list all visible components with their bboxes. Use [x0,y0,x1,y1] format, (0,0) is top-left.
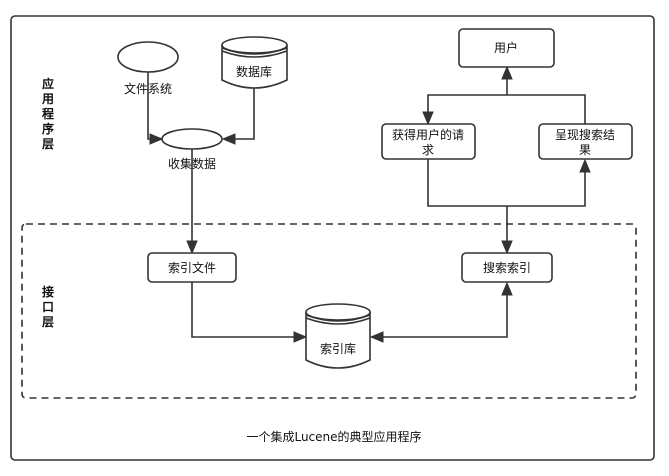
application-layer-label-char: 序 [42,121,54,136]
database-label: 数据库 [236,64,272,79]
file-system-label: 文件系统 [124,81,172,96]
application-layer-label-char: 程 [42,106,54,121]
user-node [458,28,555,68]
search-index-label: 搜索索引 [483,260,531,275]
index-store-node: 索引库 [305,303,371,369]
get-request-node [381,123,476,160]
arrow-head [293,331,308,343]
arrow-head [422,111,434,126]
file-system-node [117,41,179,73]
index-store-label: 索引库 [320,341,356,356]
edge-database-collect [228,88,255,140]
arrow-head [501,65,513,80]
arrow-head [501,281,513,296]
diagram-caption: 一个集成Lucene的典型应用程序 [246,429,421,444]
arrow-head [149,133,164,145]
application-layer-label-char: 层 [42,137,54,151]
application-layer-label-char: 用 [41,92,54,106]
search-index-node [461,252,553,283]
interface-layer-frame [21,223,637,399]
interface-layer-label-char: 接 [42,284,54,299]
arrow-head [186,240,198,255]
interface-layer-label-char: 层 [42,315,54,329]
get-request-label-line2: 求 [422,143,434,157]
edge-store-searchindex [376,288,508,338]
application-layer-label-char: 应 [42,76,54,91]
database-node: 数据库 [221,36,288,89]
present-results-label-line1: 呈现搜索结 [555,127,615,142]
arrow-head [221,133,236,145]
edge-indexfiles-store [191,282,300,338]
collect-data-label: 收集数据 [168,156,216,171]
arrow-head [369,331,384,343]
index-files-node [147,252,237,283]
outer-frame [10,15,655,461]
interface-layer-label-char: 口 [42,300,54,314]
collect-data-node [161,128,223,150]
present-results-node [538,123,633,160]
index-files-label: 索引文件 [168,260,216,275]
arrow-head [579,158,591,173]
arrow-head [501,240,513,255]
user-label: 用户 [494,40,518,55]
get-request-label-line1: 获得用户的请 [392,127,464,142]
present-results-label-line2: 果 [579,143,591,157]
